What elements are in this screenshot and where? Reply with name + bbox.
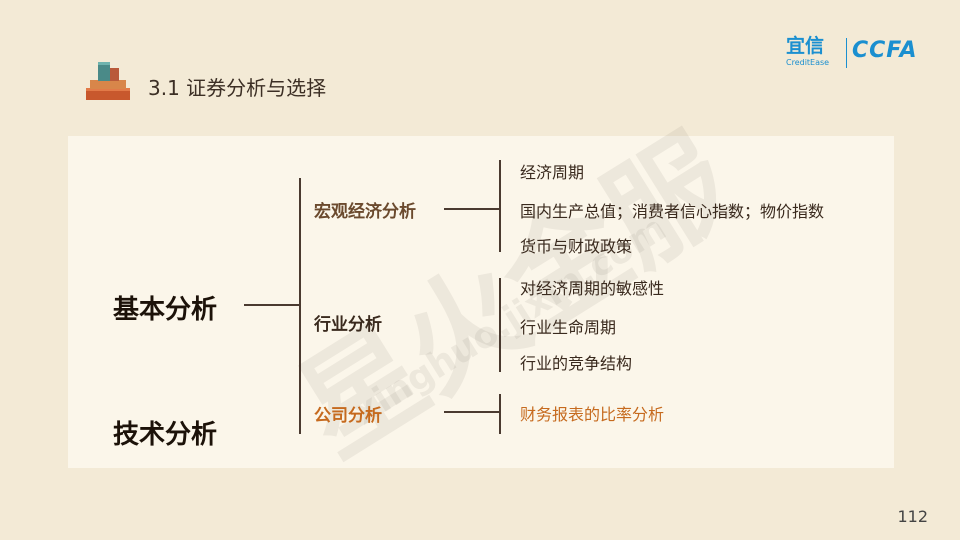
- leaf-company-item: 财务报表的比率分析: [520, 405, 665, 424]
- logo-creditease-en: CreditEase: [786, 58, 830, 67]
- page-number: 112: [897, 507, 928, 526]
- leaf-macro-item: 货币与财政政策: [520, 237, 633, 256]
- connector-root-h: [244, 304, 300, 306]
- leaf-macro-item: 国内生产总值；消费者信心指数；物价指数: [520, 202, 825, 221]
- logo-ccfa: CCFA: [852, 38, 918, 63]
- leaf-industry-item: 行业生命周期: [520, 318, 617, 337]
- logo-creditease-cn: 宜信: [786, 35, 825, 57]
- connector-macro-h: [444, 208, 500, 210]
- connector-company-v: [499, 394, 501, 434]
- branch-industry-analysis: 行业分析: [314, 315, 382, 335]
- books-stack-icon: [86, 62, 130, 100]
- leaf-industry-item: 对经济周期的敏感性: [520, 279, 665, 298]
- connector-industry-v: [499, 278, 501, 372]
- branch-macroeconomic-analysis: 宏观经济分析: [314, 202, 416, 222]
- logo-divider: [846, 38, 847, 68]
- root-fundamental-analysis: 基本分析: [113, 295, 218, 325]
- leaf-macro-item: 经济周期: [520, 163, 585, 182]
- connector-macro-v: [499, 160, 501, 252]
- connector-company-h: [444, 411, 500, 413]
- branch-company-analysis: 公司分析: [314, 406, 382, 426]
- connector-main-v: [299, 178, 301, 434]
- leaf-industry-item: 行业的竞争结构: [520, 354, 633, 373]
- brand-logo: 宜信 CreditEase CCFA: [786, 36, 936, 70]
- root-technical-analysis: 技术分析: [113, 420, 218, 450]
- page-title: 3.1 证券分析与选择: [148, 76, 327, 100]
